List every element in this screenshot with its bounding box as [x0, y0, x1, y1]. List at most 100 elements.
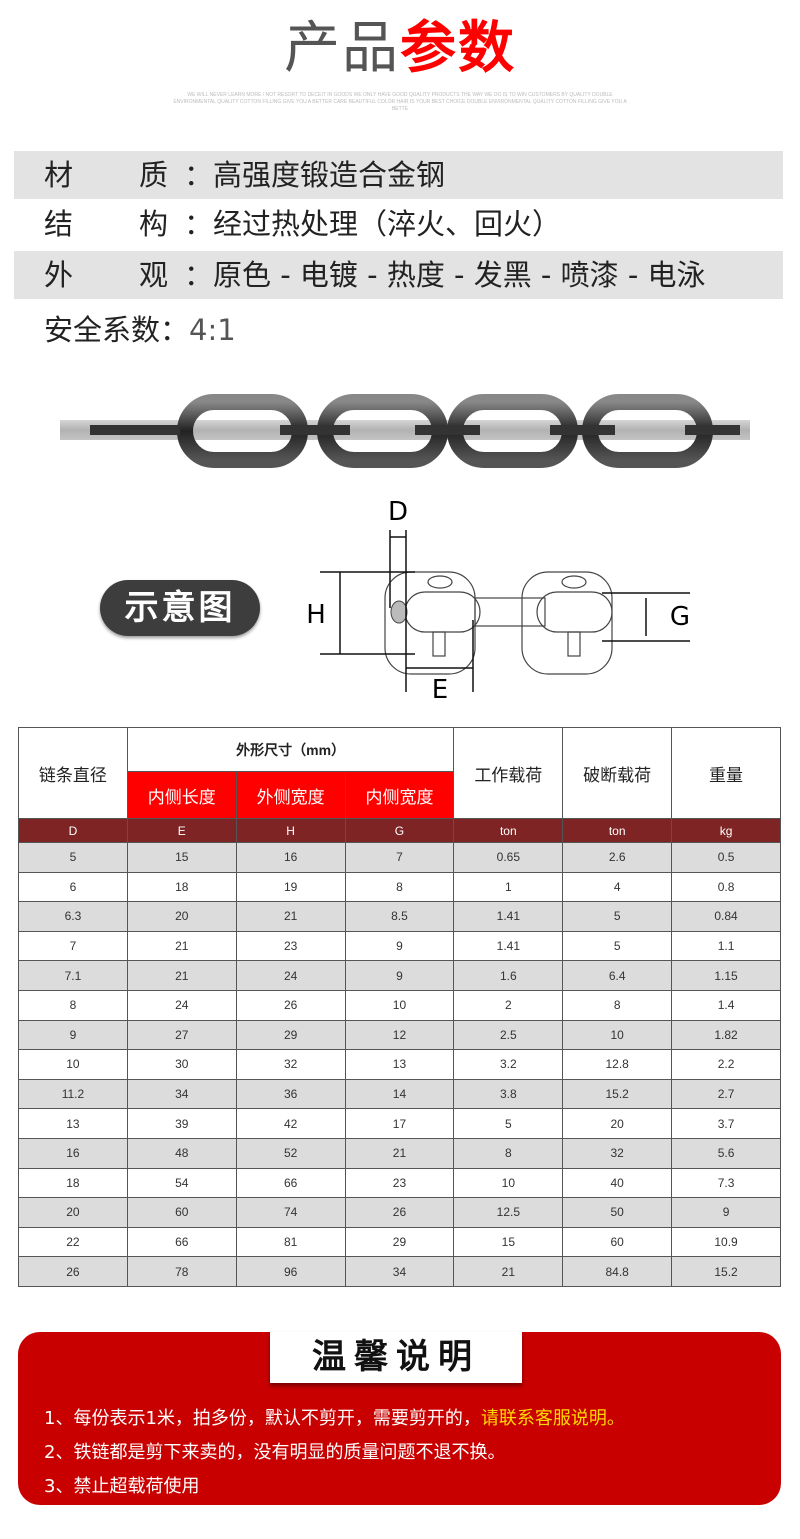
table-cell: 26: [235, 989, 346, 1021]
table-cell: 9: [18, 1019, 128, 1051]
table-cell: 8: [453, 1137, 564, 1169]
table-cell: 2.5: [453, 1019, 564, 1051]
spec-value: 经过热处理（淬火、回火）: [213, 207, 562, 241]
spec-key: 质: [139, 158, 169, 192]
table-cell: 39: [126, 1108, 237, 1139]
notice-line-2: 2、铁链都是剪下来卖的，没有明显的质量问题不退不换。: [44, 1442, 506, 1463]
table-cell: 9: [344, 960, 455, 991]
table-cell: 32: [235, 1049, 346, 1080]
page-title: 产品参数: [0, 14, 800, 84]
table-cell: 10: [562, 1019, 673, 1051]
table-cell: 29: [344, 1226, 455, 1258]
table-cell: 15: [126, 842, 237, 873]
table-cell: 34: [344, 1256, 455, 1287]
table-cell: 18: [18, 1167, 128, 1199]
table-cell: 2.6: [562, 842, 673, 873]
table-cell: 11.2: [18, 1078, 128, 1110]
table-cell: 20: [18, 1197, 128, 1228]
table-cell: 74: [235, 1197, 346, 1228]
unit-cell: H: [235, 818, 346, 843]
table-cell: 5.6: [671, 1137, 781, 1169]
header-dimensions: 外形尺寸（mm）: [126, 727, 455, 772]
notice-highlight: 请联系客服说明。: [480, 1408, 625, 1429]
notice-panel: 温馨说明 1、每份表示1米，拍多份，默认不剪开，需要剪开的，请联系客服说明。 2…: [18, 1332, 781, 1505]
table-cell: 3.7: [671, 1108, 781, 1139]
table-cell: 1.15: [671, 960, 781, 991]
table-cell: 84.8: [562, 1256, 673, 1287]
table-cell: 40: [562, 1167, 673, 1199]
table-cell: 3.2: [453, 1049, 564, 1080]
notice-title: 温馨说明: [270, 1332, 522, 1383]
table-cell: 20: [562, 1108, 673, 1139]
label-e: E: [432, 675, 448, 705]
header-outer-width: 外侧宽度: [235, 771, 346, 819]
header-working-load: 工作载荷: [453, 727, 564, 819]
label-g: G: [670, 602, 690, 632]
table-cell: 7.1: [18, 960, 128, 991]
table-cell: 5: [562, 930, 673, 962]
table-cell: 23: [235, 930, 346, 962]
table-cell: 26: [344, 1197, 455, 1228]
table-cell: 12.5: [453, 1197, 564, 1228]
diagram-badge: 示意图: [100, 580, 260, 636]
table-cell: 21: [344, 1137, 455, 1169]
table-cell: 9: [671, 1197, 781, 1228]
table-cell: 1.41: [453, 930, 564, 962]
spec-value: 4:1: [189, 313, 236, 347]
spec-appearance: 外观：原色 - 电镀 - 热度 - 发黑 - 喷漆 - 电泳: [14, 251, 783, 299]
table-cell: 0.5: [671, 842, 781, 873]
table-cell: 8.5: [344, 901, 455, 932]
table-cell: 16: [18, 1137, 128, 1169]
spec-structure: 结构：经过热处理（淬火、回火）: [14, 200, 783, 248]
table-cell: 21: [453, 1256, 564, 1287]
header-inner-width: 内侧宽度: [344, 771, 455, 819]
spec-table: 链条直径 外形尺寸（mm） 工作载荷 破断载荷 重量 内侧长度 外侧宽度 内侧宽…: [18, 727, 781, 1287]
spec-value: 原色 - 电镀 - 热度 - 发黑 - 喷漆 - 电泳: [213, 258, 706, 292]
table-cell: 19: [235, 871, 346, 903]
table-cell: 8: [18, 989, 128, 1021]
fine-print: WE WILL NEVER LEARN MORE / NOT RESORT TO…: [173, 92, 627, 112]
unit-cell: G: [344, 818, 455, 843]
table-cell: 15: [453, 1226, 564, 1258]
table-cell: 2: [453, 989, 564, 1021]
table-cell: 15.2: [671, 1256, 781, 1287]
table-cell: 30: [126, 1049, 237, 1080]
table-cell: 42: [235, 1108, 346, 1139]
table-cell: 78: [126, 1256, 237, 1287]
table-cell: 52: [235, 1137, 346, 1169]
table-cell: 20: [126, 901, 237, 932]
table-cell: 7: [18, 930, 128, 962]
table-cell: 29: [235, 1019, 346, 1051]
spec-safety-factor: 安全系数：4:1: [14, 306, 783, 354]
spec-key: 结: [44, 207, 74, 241]
header-inner-length: 内侧长度: [126, 771, 237, 819]
table-cell: 0.84: [671, 901, 781, 932]
table-cell: 23: [344, 1167, 455, 1199]
table-cell: 60: [126, 1197, 237, 1228]
table-cell: 0.8: [671, 871, 781, 903]
table-cell: 8: [344, 871, 455, 903]
table-cell: 32: [562, 1137, 673, 1169]
table-cell: 22: [18, 1226, 128, 1258]
table-cell: 8: [562, 989, 673, 1021]
table-cell: 34: [126, 1078, 237, 1110]
notice-line-1: 1、每份表示1米，拍多份，默认不剪开，需要剪开的，请联系客服说明。: [44, 1404, 625, 1430]
table-cell: 10: [344, 989, 455, 1021]
table-cell: 50: [562, 1197, 673, 1228]
header-weight: 重量: [671, 727, 781, 819]
unit-cell: E: [126, 818, 237, 843]
table-cell: 26: [18, 1256, 128, 1287]
spec-key: 外: [44, 258, 74, 292]
header-diameter: 链条直径: [18, 727, 128, 819]
table-cell: 13: [18, 1108, 128, 1139]
notice-line-3: 3、禁止超载荷使用: [44, 1476, 200, 1497]
table-cell: 5: [453, 1108, 564, 1139]
table-cell: 0.65: [453, 842, 564, 873]
